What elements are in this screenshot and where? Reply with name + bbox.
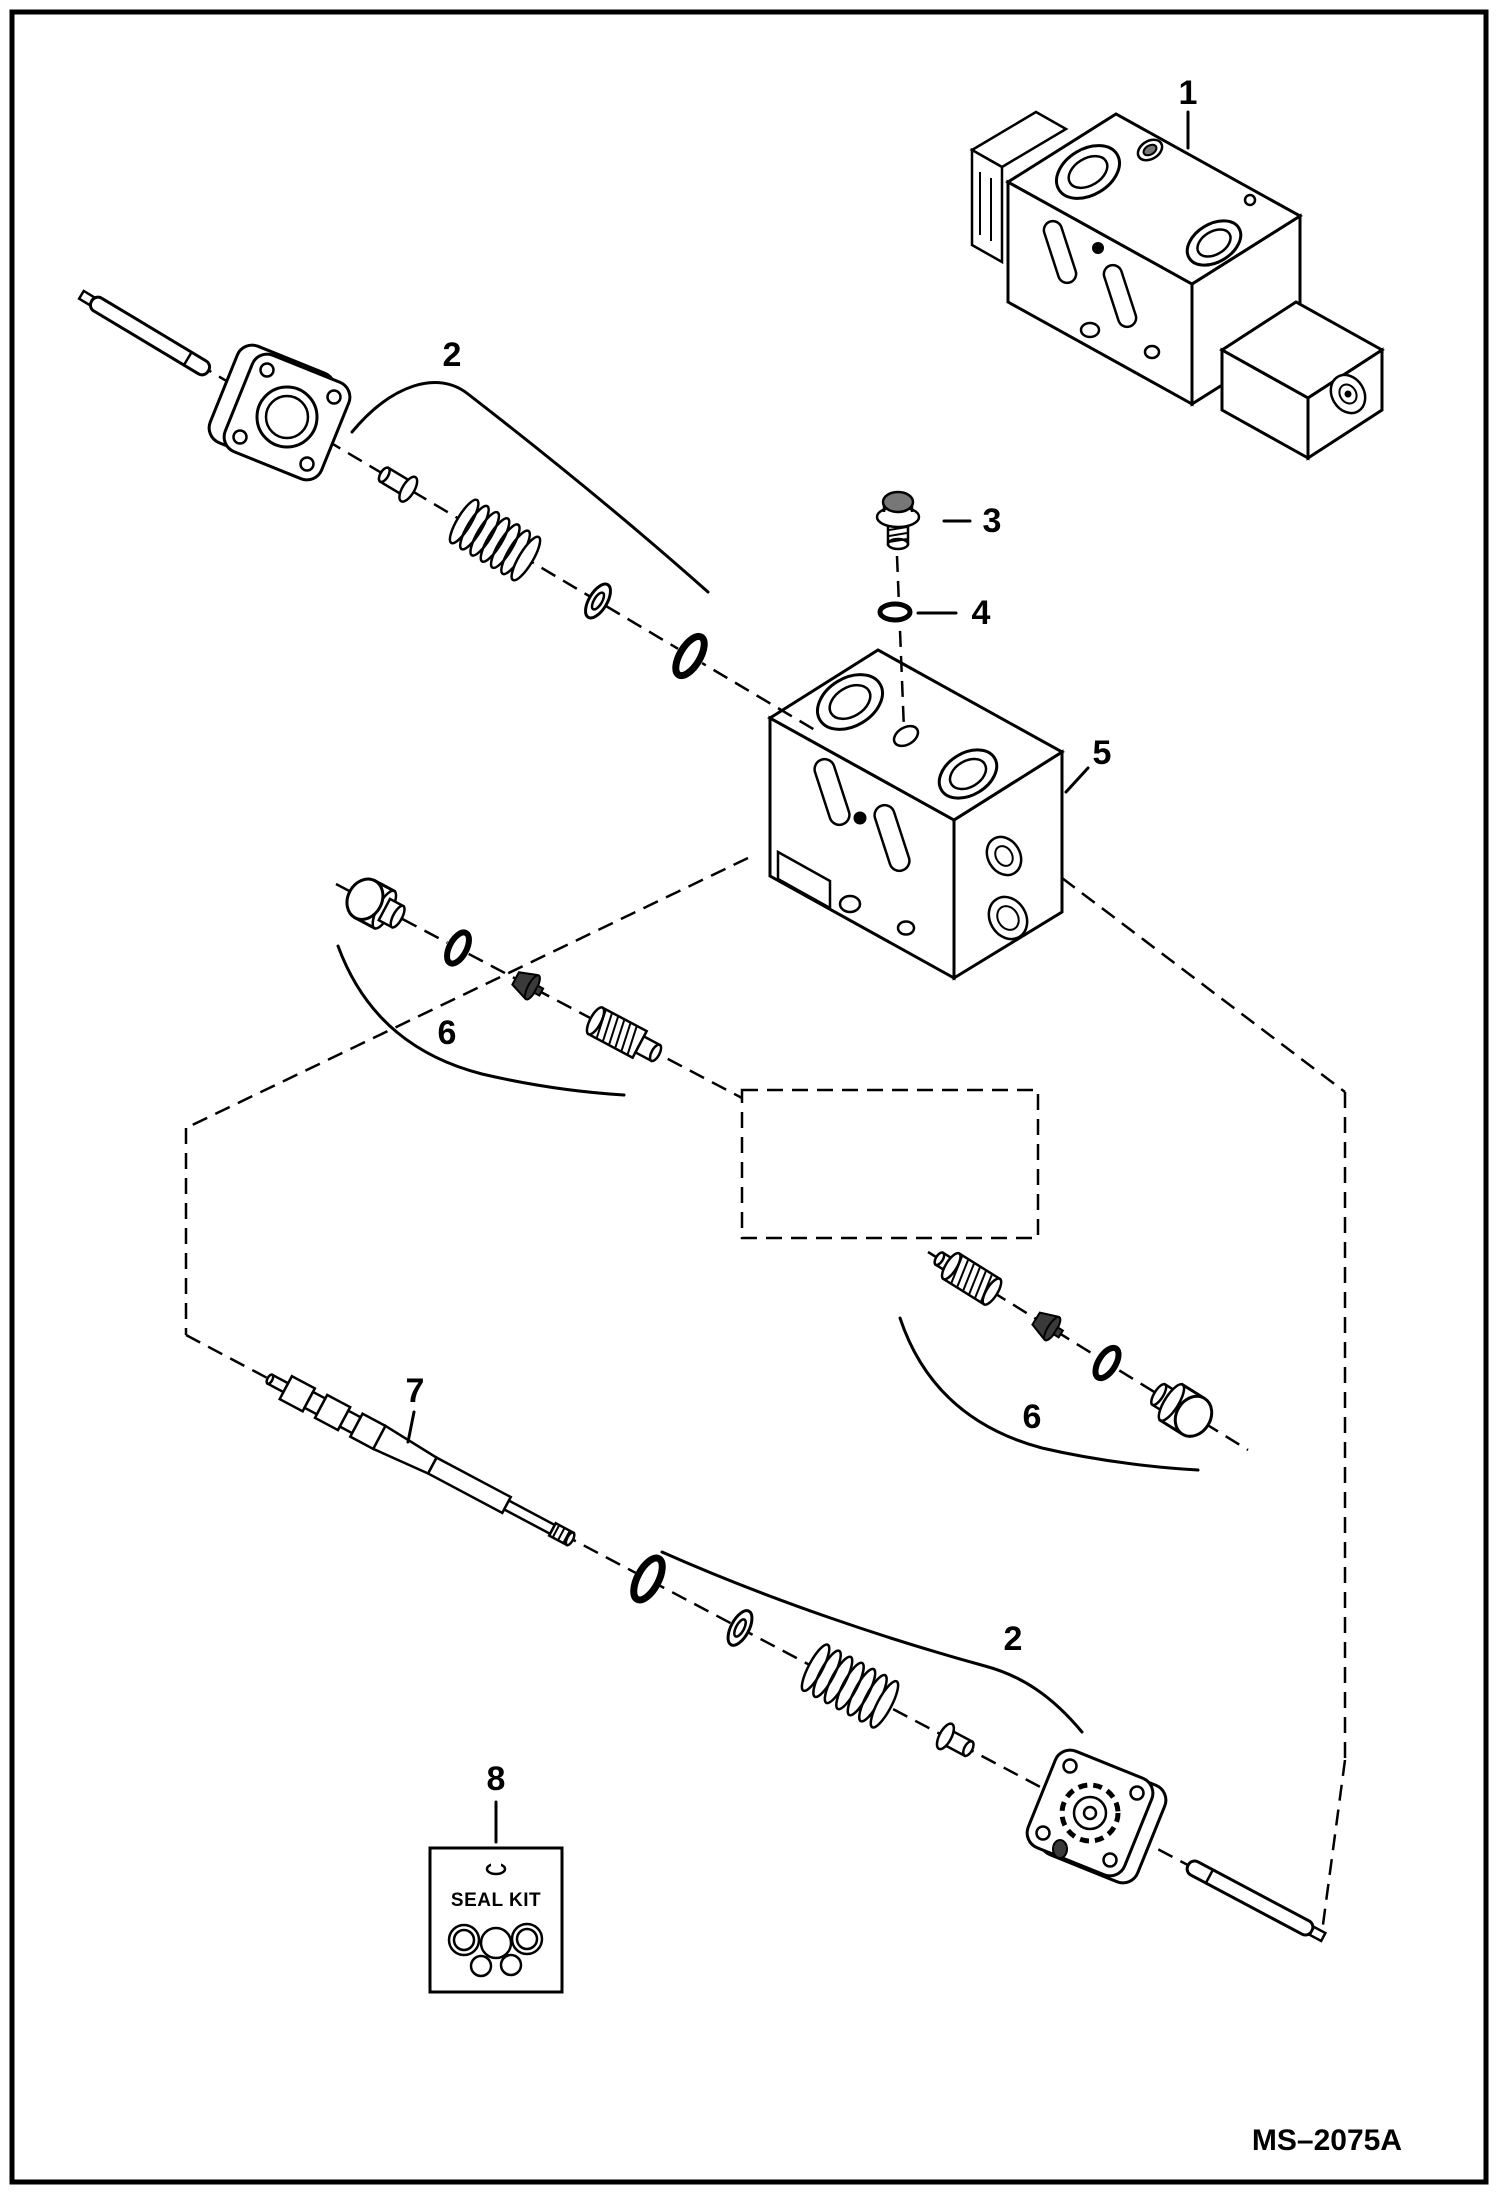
cavity-plug (1150, 1382, 1214, 1438)
spring-seat (377, 466, 419, 503)
spring-cap-group-top: 2 (77, 289, 710, 680)
spring-cap-group-bottom: 2 (630, 1550, 1328, 1943)
check-poppet (511, 971, 545, 1001)
spring-washer (584, 582, 612, 620)
o-ring (443, 929, 473, 967)
seal-kit-box (428, 1846, 564, 1994)
cavity-plug (345, 877, 406, 931)
seal-kit-8: 8 SEAL KIT (428, 1760, 564, 1994)
callout-4-label: 4 (972, 594, 991, 632)
group-bracket (898, 1316, 1200, 1472)
callout-1-label: 1 (1179, 74, 1198, 112)
seal-kit-orings (447, 1922, 544, 1978)
centering-spring (796, 1640, 904, 1732)
centering-spring (443, 495, 547, 585)
callout-6-left-label: 6 (438, 1014, 457, 1052)
detent-pin (1185, 1859, 1328, 1943)
callout-5-label: 5 (1093, 734, 1112, 772)
body-port-dot (853, 811, 867, 825)
spring-washer (726, 1609, 754, 1647)
callout-2-top-label: 2 (443, 336, 462, 374)
group-bracket (336, 944, 626, 1097)
plug-3: 3 (875, 490, 1002, 551)
check-valve-group-right: 6 (898, 1251, 1214, 1472)
spool-cap (207, 343, 352, 482)
spool-cap (1025, 1748, 1168, 1885)
callout-7-label: 7 (406, 1372, 425, 1410)
spool-7: 7 (261, 1365, 579, 1553)
seal-kit-label: SEAL KIT (451, 1890, 541, 1911)
figure-code: MS–2075A (1252, 2124, 1402, 2157)
group-bracket (350, 381, 710, 594)
callout-2-bottom-label: 2 (1004, 1620, 1023, 1658)
o-ring (672, 632, 708, 680)
o-ring (630, 1554, 666, 1604)
o-ring-4: 4 (876, 594, 991, 632)
valve-body-5 (767, 648, 1065, 981)
callout-8-label: 8 (487, 1760, 506, 1798)
group-bracket (660, 1550, 1084, 1734)
callout-6-right-label: 6 (1023, 1398, 1042, 1436)
o-ring (1092, 1344, 1122, 1382)
check-poppet (1031, 1311, 1065, 1342)
seal-ring-icon (485, 1861, 507, 1876)
callout-3-label: 3 (983, 502, 1002, 540)
spring-seat (935, 1722, 975, 1758)
check-valve-group-left: 6 (336, 877, 665, 1097)
callout-1: 1 (1179, 74, 1198, 150)
threaded-seat (933, 1251, 1003, 1307)
callout-5: 5 (1064, 734, 1112, 794)
threaded-seat (585, 1005, 665, 1068)
valve-assembly-1 (969, 110, 1385, 461)
detent-pin (77, 289, 212, 377)
